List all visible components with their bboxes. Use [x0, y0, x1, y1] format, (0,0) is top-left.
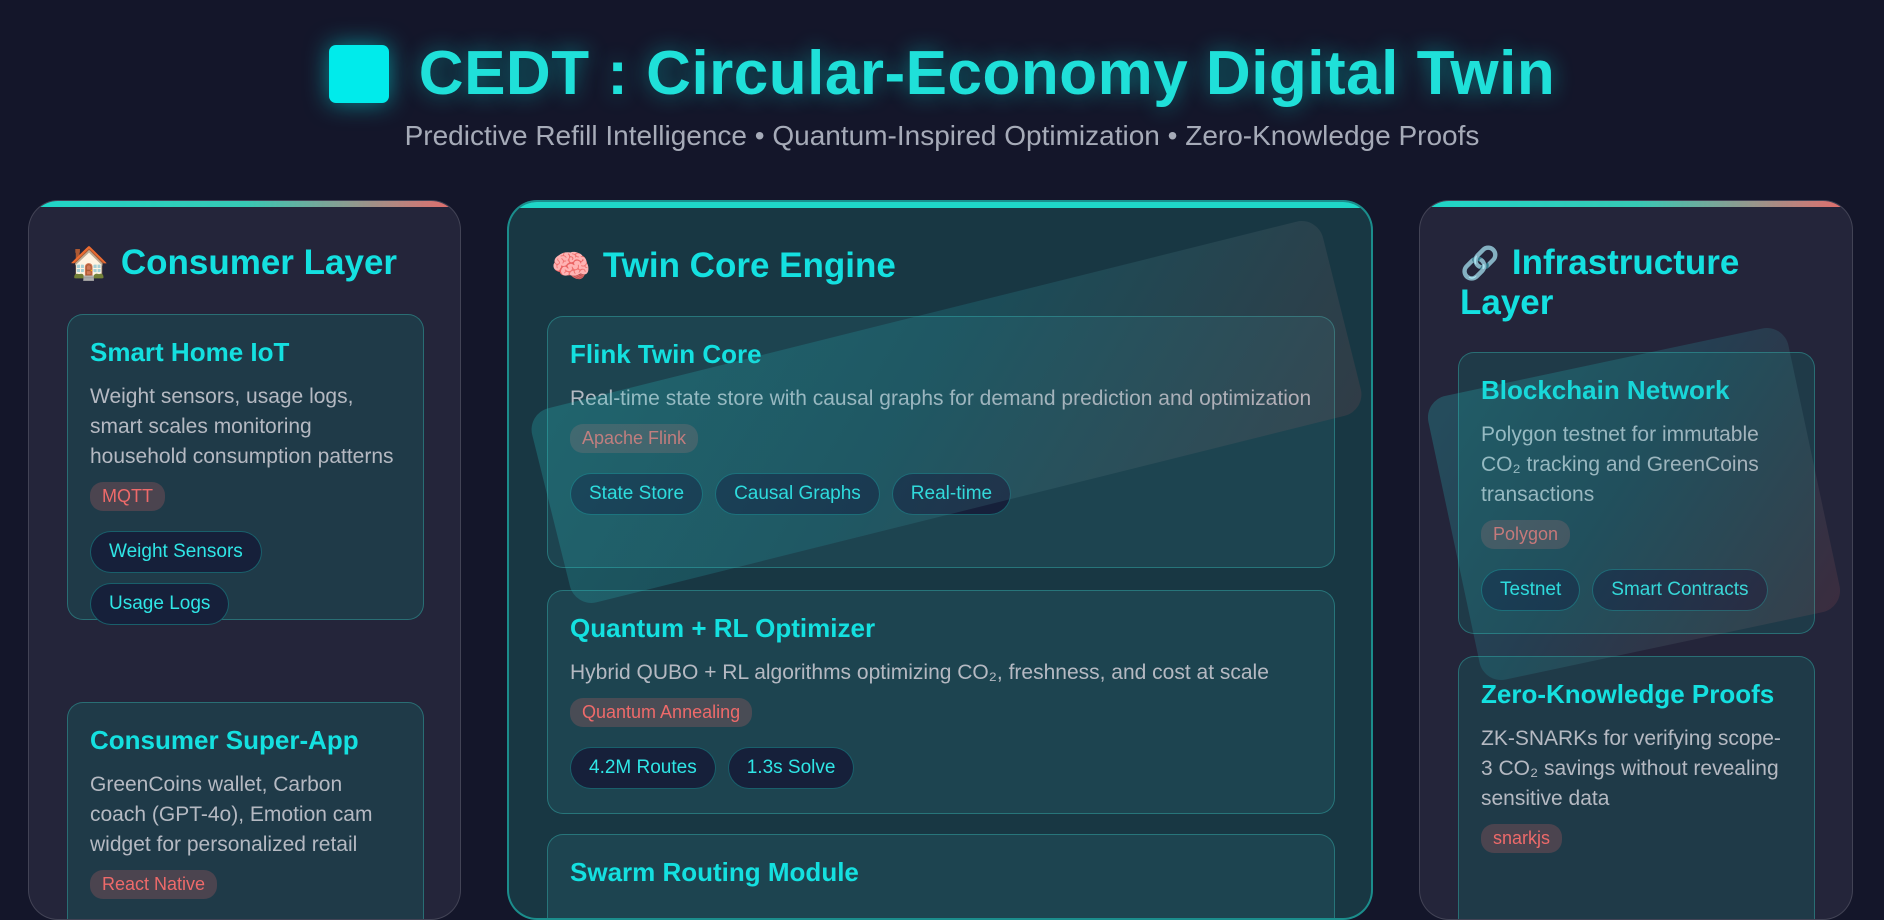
tag[interactable]: 1.3s Solve: [727, 747, 855, 789]
column-title-text: Consumer Layer: [120, 243, 398, 282]
tech-badge: Quantum Annealing: [570, 698, 753, 727]
card-title: Quantum + RL Optimizer: [570, 613, 876, 643]
tech-badge: MQTT: [90, 482, 165, 511]
card-title: Consumer Super-App: [90, 725, 359, 755]
tag[interactable]: 4.2M Routes: [570, 747, 716, 789]
tag-list: 4.2M Routes 1.3s Solve: [570, 737, 1312, 789]
tag-list: Weight Sensors Usage Logs: [90, 521, 401, 625]
tech-badge: Apache Flink: [570, 424, 699, 453]
card-description: Real-time state store with causal graphs…: [570, 387, 1312, 410]
tag[interactable]: Testnet: [1481, 569, 1581, 611]
card-title: Flink Twin Core: [570, 339, 762, 369]
card-zero-knowledge-proofs[interactable]: Zero-Knowledge Proofs ZK-SNARKs for veri…: [1458, 656, 1815, 919]
column-title: 🔗Infrastructure Layer: [1460, 243, 1800, 322]
card-description: ZK-SNARKs for verifying scope-3 CO₂ savi…: [1481, 727, 1781, 810]
tech-badge: snarkjs: [1481, 824, 1563, 853]
tag[interactable]: Smart Contracts: [1592, 569, 1768, 611]
brain-icon: 🧠: [551, 248, 591, 284]
twin-core-engine-column: 🧠 Twin Core Engine Flink Twin Core Real-t…: [507, 200, 1373, 920]
page-subtitle: Predictive Refill Intelligence • Quantum…: [404, 120, 1480, 151]
card-title: Swarm Routing Module: [570, 857, 859, 887]
tech-badge: React Native: [90, 870, 218, 899]
logo-icon: [328, 44, 389, 103]
consumer-layer-column: 🏠 Consumer Layer Smart Home IoT Weight se…: [28, 200, 461, 920]
link-icon: 🔗: [1460, 245, 1500, 281]
page-title: CEDT : Circular-Economy Digital Twin: [418, 39, 1556, 108]
tag[interactable]: Real-time: [891, 473, 1012, 515]
card-blockchain-network[interactable]: Blockchain Network Polygon testnet for i…: [1458, 352, 1815, 634]
card-title: Smart Home IoT: [90, 337, 290, 367]
infrastructure-layer-column: 🔗Infrastructure Layer Blockchain Network…: [1419, 200, 1853, 920]
card-flink-twin-core[interactable]: Flink Twin Core Real-time state store wi…: [547, 316, 1335, 568]
column-title-text: Infrastructure Layer: [1460, 243, 1740, 322]
tag[interactable]: Usage Logs: [90, 583, 230, 625]
card-consumer-super-app[interactable]: Consumer Super-App GreenCoins wallet, Ca…: [67, 702, 424, 919]
card-description: GreenCoins wallet, Carbon coach (GPT-4o)…: [90, 773, 373, 856]
column-title: 🧠 Twin Core Engine: [551, 246, 896, 286]
card-swarm-routing-module[interactable]: Swarm Routing Module: [547, 834, 1335, 918]
page-header: CEDT : Circular-Economy Digital Twin Pre…: [0, 0, 1884, 180]
column-title: 🏠 Consumer Layer: [69, 243, 397, 283]
tag-list: State Store Causal Graphs Real-time: [570, 463, 1312, 515]
card-description: Weight sensors, usage logs, smart scales…: [90, 385, 394, 468]
tag[interactable]: State Store: [570, 473, 704, 515]
tag[interactable]: Causal Graphs: [715, 473, 880, 515]
card-description: Polygon testnet for immutable CO₂ tracki…: [1481, 423, 1759, 506]
house-icon: 🏠: [69, 245, 109, 281]
tag-list: Testnet Smart Contracts: [1481, 559, 1792, 611]
card-smart-home-iot[interactable]: Smart Home IoT Weight sensors, usage log…: [67, 314, 424, 625]
card-title: Zero-Knowledge Proofs: [1481, 679, 1775, 709]
card-title: Blockchain Network: [1481, 375, 1730, 405]
title-row: CEDT : Circular-Economy Digital Twin: [0, 38, 1884, 109]
card-quantum-rl-optimizer[interactable]: Quantum + RL Optimizer Hybrid QUBO + RL …: [547, 590, 1335, 814]
tech-badge: Polygon: [1481, 520, 1571, 549]
column-title-text: Twin Core Engine: [602, 246, 896, 285]
card-description: Hybrid QUBO + RL algorithms optimizing C…: [570, 661, 1269, 684]
tag[interactable]: Weight Sensors: [90, 531, 262, 573]
